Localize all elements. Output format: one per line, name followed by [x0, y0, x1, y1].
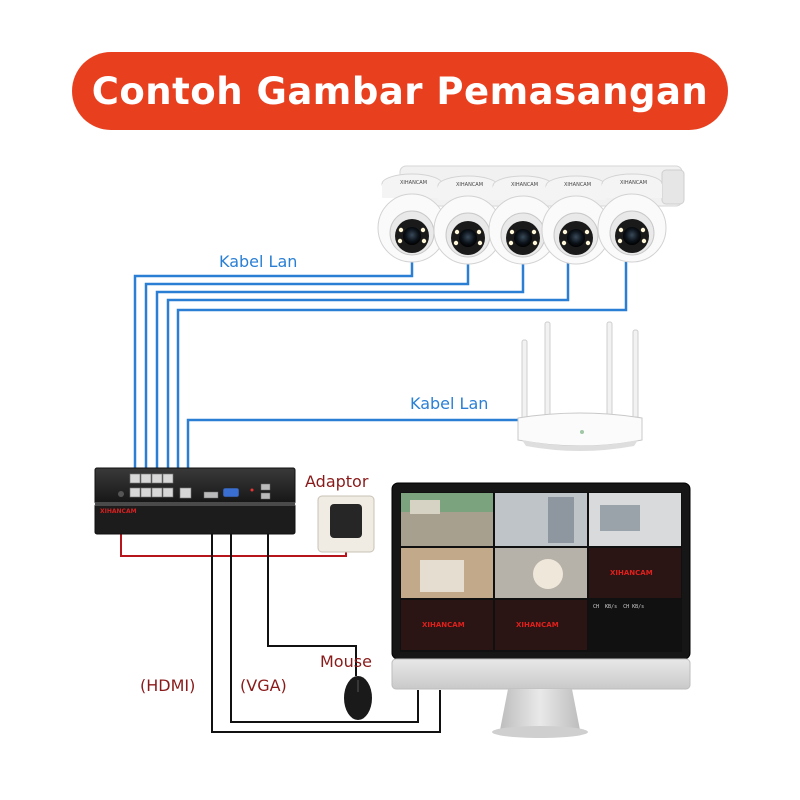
camera-2-brand: XIHANCAM: [456, 182, 484, 188]
camera-2: [433, 175, 503, 265]
kabel-lan-cameras-label: Kabel Lan: [219, 252, 298, 271]
monitor-feed-tiles: [401, 493, 681, 650]
title-banner: Contoh Gambar Pemasangan: [72, 52, 728, 130]
page-title: Contoh Gambar Pemasangan: [91, 69, 709, 113]
camera-lan-cables: [133, 262, 628, 472]
camera-1: [377, 173, 447, 263]
monitor-stats-header: CH KB/s CH KB/s: [593, 604, 645, 610]
kabel-lan-router-label: Kabel Lan: [410, 394, 489, 413]
mouse-cable: [267, 496, 357, 676]
vga-label: (VGA): [240, 676, 287, 695]
monitor-tile-brand-1: XIHANCAM: [610, 569, 653, 577]
camera-4: [541, 175, 611, 265]
monitor-tile-brand-2: XIHANCAM: [422, 621, 465, 629]
lan-cable-router: [186, 418, 522, 472]
camera-4-brand: XIHANCAM: [564, 182, 592, 188]
mouse-device: [344, 676, 372, 720]
nvr-brand-label: XIHANCAM: [100, 508, 137, 515]
monitor: [391, 482, 691, 738]
hdmi-cable: [211, 500, 441, 733]
power-adaptor: [317, 495, 375, 553]
lan-cable-camera-4: [166, 262, 570, 472]
adaptor-label: Adaptor: [305, 472, 369, 491]
monitor-tile-brand-3: XIHANCAM: [516, 621, 559, 629]
vga-cable: [230, 500, 419, 723]
camera-1-brand: XIHANCAM: [400, 180, 428, 186]
hdmi-label: (HDMI): [140, 676, 196, 695]
camera-5: [597, 173, 667, 263]
mouse-label: Mouse: [320, 652, 372, 671]
lan-cable-camera-5: [176, 262, 628, 472]
video-cables: [211, 496, 441, 733]
camera-3-brand: XIHANCAM: [511, 182, 539, 188]
router: [517, 321, 643, 451]
lan-cable-camera-1: [133, 262, 414, 472]
lan-cable-camera-3: [155, 262, 525, 472]
lan-cable-camera-2: [144, 262, 470, 472]
camera-3: [488, 175, 558, 265]
camera-5-brand: XIHANCAM: [620, 180, 648, 186]
nvr-recorder: [94, 467, 296, 535]
